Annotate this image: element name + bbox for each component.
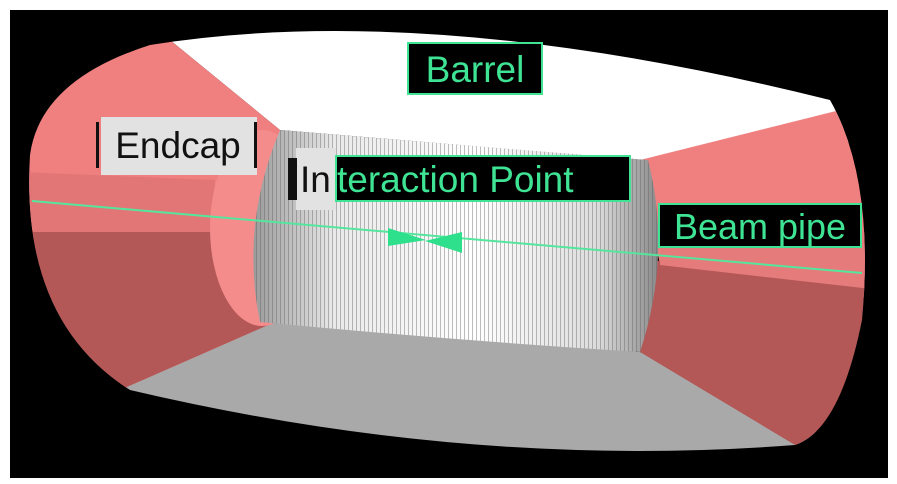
endcap-label-text: Endcap [115, 125, 241, 166]
beam-pipe-label: Beam pipe [658, 203, 862, 248]
left-endcap-beam-band [29, 172, 215, 232]
ip-arrow-right [425, 232, 462, 253]
endcap-label: Endcap [96, 117, 257, 175]
interaction-cursor [288, 158, 297, 200]
barrel-label-text: Barrel [426, 49, 525, 90]
interaction-label-prefix: In [300, 159, 331, 200]
interaction-label-rest: teraction Point [337, 159, 574, 200]
left-endcap-lower [29, 230, 275, 390]
endcap-cursor-right [254, 122, 257, 168]
ip-arrow-left [388, 228, 426, 246]
right-endcap-lower [640, 260, 865, 451]
interaction-point-label: In teraction Point [288, 148, 631, 210]
barrel-label: Barrel [407, 42, 543, 95]
endcap-cursor-left [96, 122, 99, 168]
beam-pipe-label-text: Beam pipe [674, 206, 846, 247]
